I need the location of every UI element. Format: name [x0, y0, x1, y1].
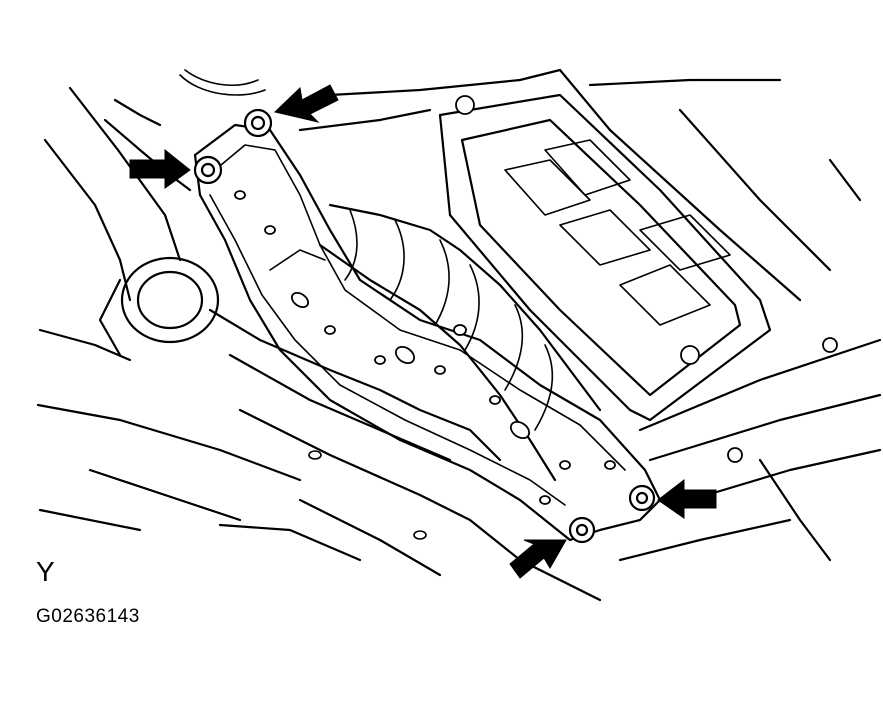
bolt-top-left: [193, 155, 223, 185]
bolt-bottom-left: [568, 516, 596, 544]
arrow-bottom-right: [657, 478, 717, 519]
exhaust-pipe: [318, 203, 602, 482]
underbody-background: [36, 68, 882, 602]
arrow-bottom-left: [509, 539, 567, 579]
arrow-top-left: [129, 148, 191, 189]
figure-id-label: G02636143: [36, 606, 140, 627]
mounting-bolts: [193, 108, 656, 544]
view-label: Y: [36, 556, 55, 587]
callout-arrows: [129, 84, 717, 579]
cross-member: [193, 123, 662, 542]
bolt-top-right: [243, 108, 273, 138]
bolt-bottom-right: [628, 484, 656, 512]
arrow-top-right: [273, 84, 339, 123]
